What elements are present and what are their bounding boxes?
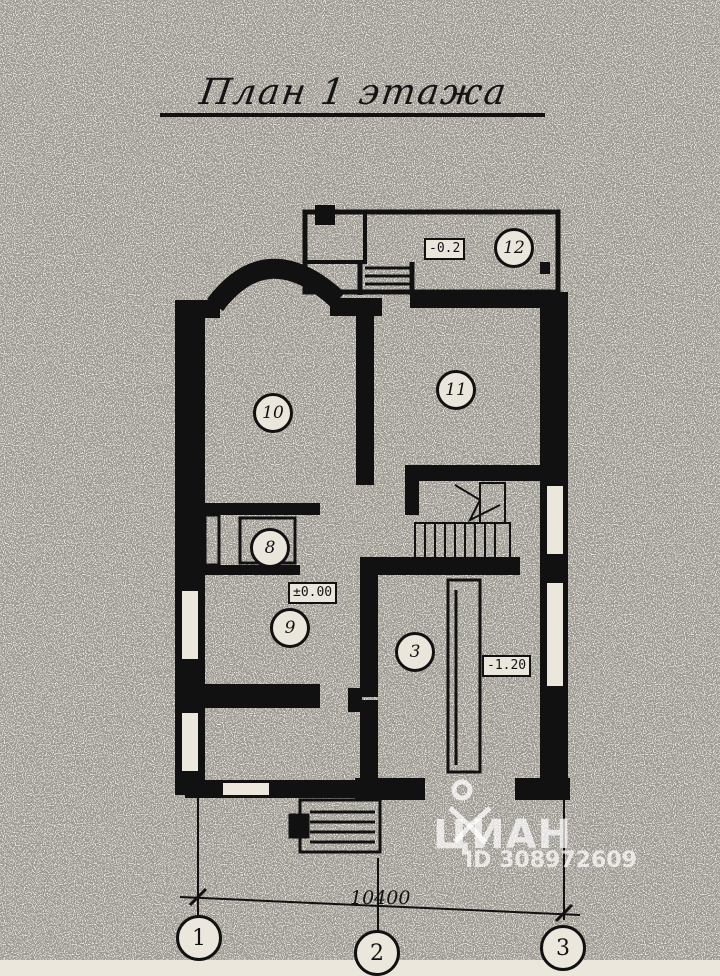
room-9-label: 9: [270, 608, 310, 648]
windows-left: [180, 589, 200, 773]
level-mark-garage: -1.20: [482, 655, 532, 677]
watermark-logo: [448, 779, 492, 844]
room-12-label: 12: [494, 228, 534, 268]
wall-garage-left: [360, 557, 378, 697]
wall-stair-top: [405, 465, 545, 481]
wall-garage-left-low: [360, 700, 378, 795]
dimension-line: [179, 798, 581, 940]
wall-top-right: [410, 292, 550, 308]
watermark-brand: ЦИАН: [433, 812, 573, 858]
room-11-label: 11: [436, 370, 476, 410]
bay-window-arc: [207, 258, 345, 312]
room-8-label: 8: [250, 528, 290, 568]
wall-8-bottom: [200, 565, 300, 575]
wall-hall-stub: [348, 688, 362, 712]
garage-channel: [446, 578, 482, 774]
window-bottom: [221, 781, 271, 797]
title-underline: [160, 113, 545, 117]
axis-3-marker: 3: [540, 925, 586, 971]
windows-right: [545, 484, 565, 688]
terrace-steps: [365, 266, 410, 286]
wall-bottom-left: [185, 780, 360, 798]
level-mark-hall: ±0.00: [288, 582, 338, 604]
wall-stair-bottom: [360, 557, 520, 575]
room-10-label: 10: [253, 393, 293, 433]
axis-2-marker: 2: [354, 930, 400, 976]
wall-int-10-11: [356, 300, 374, 485]
terrace-details: [303, 205, 550, 274]
wall-9-bottom: [200, 684, 320, 708]
axis-1-marker: 1: [176, 915, 222, 961]
entrance-porch: [288, 798, 382, 854]
wall-top-left: [175, 300, 220, 318]
wall-bottom-right: [515, 778, 570, 800]
watermark-id: ID 308972609: [465, 848, 637, 873]
overall-dimension: 10400: [350, 887, 411, 909]
room-3-label: 3: [395, 632, 435, 672]
wall-8-top: [200, 503, 320, 515]
plan-title: План 1 этажа: [197, 72, 511, 113]
staircase: [414, 482, 511, 559]
wall-stair-left: [405, 465, 419, 515]
level-mark-terrace: -0.2: [424, 238, 466, 260]
